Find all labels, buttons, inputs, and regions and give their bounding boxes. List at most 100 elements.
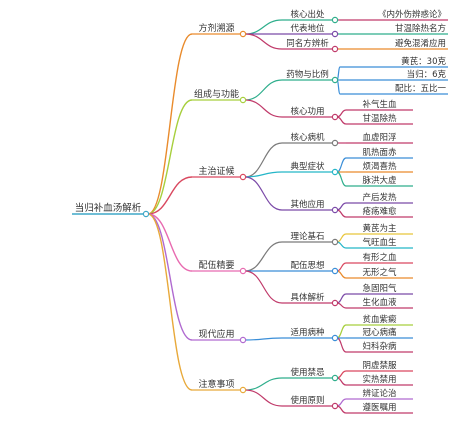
edge-branch-sub-0-2 — [244, 33, 283, 50]
branch-label-4: 现代应用 — [198, 328, 234, 340]
sub-toggle-2-1[interactable] — [331, 168, 339, 176]
sub-label-0-1: 代表地位 — [290, 23, 325, 34]
branch-toggle-1[interactable] — [239, 96, 247, 104]
leaf-label-3-0-0: 黄芪为主 — [362, 223, 397, 234]
leaf-label-5-0-1: 实热禁用 — [362, 374, 396, 385]
edge-branch-sub-5-1 — [244, 389, 283, 407]
sub-label-5-0: 使用禁忌 — [290, 367, 324, 378]
edge-sub-leaf-2-1-2 — [336, 171, 347, 187]
sub-label-0-0: 核心出处 — [290, 9, 325, 20]
leaf-label-5-0-0: 阴虚禁服 — [362, 360, 397, 371]
leaf-label-5-1-1: 遵医嘱用 — [362, 402, 396, 413]
sub-toggle-1-1[interactable] — [331, 113, 339, 121]
edge-branch-sub-5-0 — [244, 377, 283, 391]
sub-label-3-0: 理论基石 — [290, 231, 324, 242]
edge-sub-leaf-1-1-1 — [336, 116, 347, 125]
edge-sub-leaf-2-2-0 — [336, 202, 347, 211]
edge-branch-sub-0-0 — [244, 19, 283, 35]
edge-sub-leaf-4-0-0 — [336, 324, 347, 339]
sub-toggle-3-2[interactable] — [331, 299, 339, 307]
edge-branch-sub-1-0 — [244, 79, 283, 101]
sub-toggle-2-0[interactable] — [331, 139, 339, 147]
leaf-label-3-0-1: 气旺血生 — [362, 237, 397, 248]
edge-branch-sub-2-2 — [244, 176, 283, 211]
edge-sub-leaf-1-0-2 — [336, 79, 341, 95]
root-label: 当归补血汤解析 — [75, 202, 142, 214]
edge-sub-leaf-4-0-2 — [336, 337, 347, 353]
leaf-label-4-0-2: 妇科杂病 — [362, 341, 397, 352]
leaf-label-1-0-1: 当归：6克 — [407, 69, 447, 80]
edge-root-branch-2 — [147, 176, 193, 215]
sub-toggle-5-1[interactable] — [331, 402, 339, 410]
sub-label-2-1: 典型症状 — [290, 161, 325, 172]
sub-toggle-0-0[interactable] — [331, 16, 339, 24]
sub-toggle-1-0[interactable] — [331, 76, 339, 84]
edge-branch-sub-4-0 — [244, 337, 283, 341]
sub-label-2-0: 核心病机 — [290, 132, 325, 143]
branch-label-2: 主治证候 — [198, 165, 234, 177]
edge-root-branch-0 — [147, 33, 193, 215]
sub-toggle-3-0[interactable] — [331, 238, 339, 246]
edge-root-branch-3 — [147, 213, 193, 272]
sub-label-3-1: 配伍思想 — [290, 260, 325, 271]
sub-label-1-1: 核心功用 — [290, 106, 324, 117]
leaf-label-3-2-1: 生化血液 — [362, 297, 397, 308]
edge-branch-sub-1-1 — [244, 99, 283, 118]
leaf-label-5-1-0: 辨证论治 — [362, 388, 397, 399]
leaf-label-3-1-1: 无形之气 — [362, 267, 397, 278]
sub-label-1-0: 药物与比例 — [286, 69, 329, 80]
leaf-label-2-2-0: 产后发热 — [362, 192, 397, 203]
leaf-label-2-1-1: 烦渴喜热 — [362, 161, 397, 172]
sub-label-0-2: 同名方辨析 — [286, 38, 329, 49]
sub-toggle-2-2[interactable] — [331, 206, 339, 214]
leaf-label-2-0-0: 血虚阳浮 — [362, 132, 396, 143]
leaf-label-0-2-0: 避免混淆应用 — [395, 38, 446, 49]
edge-sub-leaf-3-0-1 — [336, 241, 347, 249]
edge-sub-leaf-1-1-0 — [336, 109, 347, 118]
leaf-label-0-0-0: 《内外伤辨惑论》 — [378, 9, 446, 20]
sub-toggle-0-2[interactable] — [331, 45, 339, 53]
sub-toggle-3-1[interactable] — [331, 267, 339, 275]
edge-sub-leaf-5-0-0 — [336, 370, 347, 379]
leaf-label-3-1-0: 有形之血 — [362, 252, 397, 263]
branch-label-0: 方剂溯源 — [198, 22, 234, 34]
root-toggle[interactable] — [142, 210, 150, 218]
leaf-label-1-1-1: 甘温除热 — [362, 113, 397, 124]
sub-label-4-0: 适用病种 — [290, 327, 324, 338]
sub-toggle-0-1[interactable] — [331, 30, 339, 38]
edge-root-branch-5 — [147, 213, 193, 391]
leaf-label-2-1-0: 肌热面赤 — [362, 147, 397, 158]
leaf-label-2-1-2: 脉洪大虚 — [362, 175, 396, 186]
sub-toggle-4-0[interactable] — [331, 334, 339, 342]
leaf-label-1-1-0: 补气生血 — [362, 99, 397, 110]
edge-branch-sub-2-1 — [244, 171, 283, 178]
edge-branch-sub-3-2 — [244, 270, 283, 304]
edge-sub-leaf-5-0-1 — [336, 377, 347, 386]
leaf-label-4-0-0: 贫血紫癜 — [362, 314, 397, 325]
edge-sub-leaf-3-2-1 — [336, 302, 347, 309]
edge-sub-leaf-3-0-0 — [336, 233, 347, 243]
edge-sub-leaf-5-1-0 — [336, 398, 347, 407]
sub-label-3-2: 具体解析 — [290, 292, 325, 303]
sub-label-5-1: 使用原则 — [290, 395, 324, 406]
leaf-label-2-2-1: 疮疡难愈 — [362, 206, 397, 217]
branch-toggle-4[interactable] — [239, 336, 247, 344]
branch-toggle-5[interactable] — [239, 386, 247, 394]
branch-label-1: 组成与功能 — [194, 88, 239, 100]
edge-branch-sub-2-0 — [244, 142, 283, 178]
leaf-label-0-1-0: 甘温除热名方 — [395, 23, 446, 34]
leaf-label-4-0-1: 冠心病痛 — [362, 327, 397, 338]
leaf-label-1-0-0: 黄芪：30克 — [401, 56, 446, 67]
branch-label-3: 配伍精要 — [198, 259, 234, 271]
edge-sub-leaf-3-1-1 — [336, 270, 347, 279]
sub-toggle-5-0[interactable] — [331, 374, 339, 382]
branch-toggle-0[interactable] — [239, 30, 247, 38]
leaf-label-1-0-2: 配比：五比一 — [395, 83, 447, 94]
branch-toggle-3[interactable] — [239, 267, 247, 275]
mind-map-edges — [72, 19, 448, 414]
sub-label-2-2: 其他应用 — [290, 199, 324, 210]
branch-toggle-2[interactable] — [239, 173, 247, 181]
branch-label-5: 注意事项 — [198, 378, 234, 390]
